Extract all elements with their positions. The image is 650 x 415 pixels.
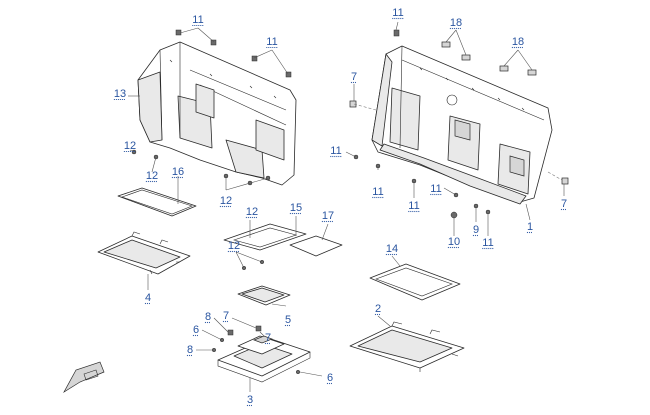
callout-15[interactable]: 15 [289,202,303,214]
callout-7[interactable]: 7 [350,71,358,83]
floor-tray-2 [349,321,465,372]
callout-11[interactable]: 11 [392,7,404,19]
screw-top-right [393,29,400,37]
fasteners-module-3 [211,325,301,375]
callout-11[interactable]: 11 [192,14,204,26]
callout-2[interactable]: 2 [374,303,382,315]
callout-13[interactable]: 13 [113,88,127,100]
callout-18[interactable]: 18 [511,36,525,48]
floor-panel-14 [369,263,461,301]
insulation-pad-16 [117,187,197,217]
callout-7[interactable]: 7 [264,332,272,344]
callout-16[interactable]: 16 [171,166,185,178]
rear-wall-panel-right [371,45,553,205]
callout-6[interactable]: 6 [192,324,200,336]
callout-12[interactable]: 12 [219,195,233,207]
callout-10[interactable]: 10 [447,236,461,248]
callout-7[interactable]: 7 [560,198,568,210]
callout-11[interactable]: 11 [372,186,384,198]
callout-8[interactable]: 8 [204,311,212,323]
leader-lines [128,21,565,392]
screws-top-left-panel [175,29,292,78]
clips-7 [349,100,569,185]
callout-11[interactable]: 11 [330,145,342,157]
callout-12[interactable]: 12 [123,140,137,152]
access-cover-5 [237,285,291,306]
callout-1[interactable]: 1 [526,221,534,233]
callout-3[interactable]: 3 [246,394,254,406]
front-arrow-icon [63,361,105,394]
callout-14[interactable]: 14 [385,243,399,255]
callout-6[interactable]: 6 [326,372,334,384]
mat-17 [289,235,343,257]
callout-17[interactable]: 17 [321,210,335,222]
callout-8[interactable]: 8 [186,344,194,356]
callout-7[interactable]: 7 [222,310,230,322]
callout-11[interactable]: 11 [482,237,494,249]
callout-11[interactable]: 11 [408,200,420,212]
callout-12[interactable]: 12 [145,170,159,182]
callout-5[interactable]: 5 [284,314,292,326]
callout-9[interactable]: 9 [472,224,480,236]
callout-11[interactable]: 11 [266,36,278,48]
callout-4[interactable]: 4 [144,292,152,304]
callout-18[interactable]: 18 [449,17,463,29]
callout-12[interactable]: 12 [227,240,241,252]
center-floor-module-3 [217,335,311,383]
assembly-lines [353,103,563,181]
floor-tray-4 [97,231,191,275]
callout-11[interactable]: 11 [430,183,442,195]
rear-wall-panel-left [137,41,297,186]
screws-under-right-panel [353,154,491,219]
callout-12[interactable]: 12 [245,206,259,218]
